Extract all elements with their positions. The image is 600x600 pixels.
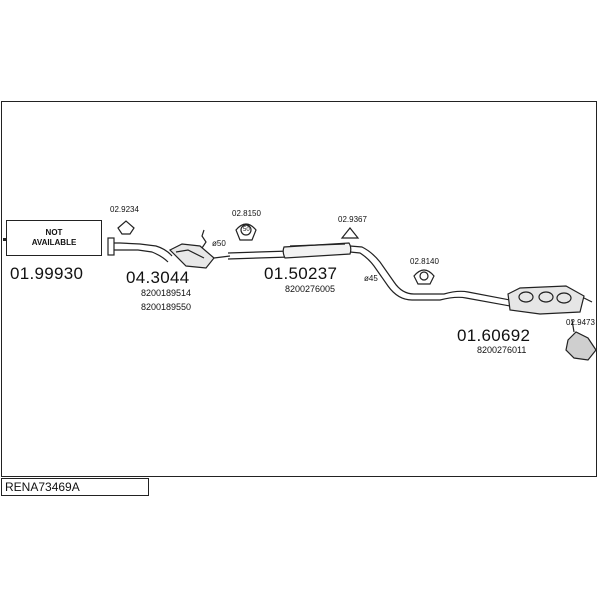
part-number-04-3044: 04.3044 (126, 268, 190, 287)
not-available-line1: NOT (45, 228, 63, 237)
hanger-02-9234 (117, 220, 135, 235)
fitting-02-9367: 02.9367 (338, 215, 367, 224)
fitting-02-8150: 02.8150 (232, 209, 261, 218)
part-number-01-60692: 01.60692 (457, 326, 531, 345)
hanger-02-8140 (413, 269, 435, 285)
fitting-02-9473: 02.9473 (566, 318, 595, 327)
diameter-label-50: ø50 (212, 239, 226, 248)
front-pipe-lower (112, 249, 169, 263)
not-available-line2: AVAILABLE (31, 238, 77, 247)
part-ref-8200276005: 8200276005 (285, 284, 336, 294)
catalytic-converter (168, 243, 215, 269)
sensor-wire (201, 229, 207, 249)
part-ref-8200189550: 8200189550 (141, 302, 192, 312)
fitting-inner-label: 50 (243, 227, 250, 233)
hanger-02-9367 (340, 227, 360, 239)
part-ref-8200189514: 8200189514 (141, 288, 192, 298)
middle-silencer (282, 242, 352, 259)
part-number-01-50237: 01.50237 (264, 264, 338, 283)
hanger-02-8150 (235, 223, 257, 241)
part-ref-8200276011: 8200276011 (477, 345, 527, 355)
fitting-02-9234: 02.9234 (110, 205, 139, 214)
not-available-box: NOT AVAILABLE (6, 220, 102, 256)
diameter-label-45: ø45 (364, 274, 378, 283)
front-pipe (112, 242, 173, 257)
fitting-02-8140: 02.8140 (410, 257, 439, 266)
diagram-code-box: RENA73469A (1, 478, 149, 496)
flange-front (107, 237, 115, 256)
diagram-frame (1, 101, 597, 477)
diagram-code: RENA73469A (5, 480, 80, 494)
part-number-01-99930: 01.99930 (10, 264, 84, 283)
rear-silencer (507, 285, 585, 315)
hanger-02-9473 (565, 331, 597, 361)
